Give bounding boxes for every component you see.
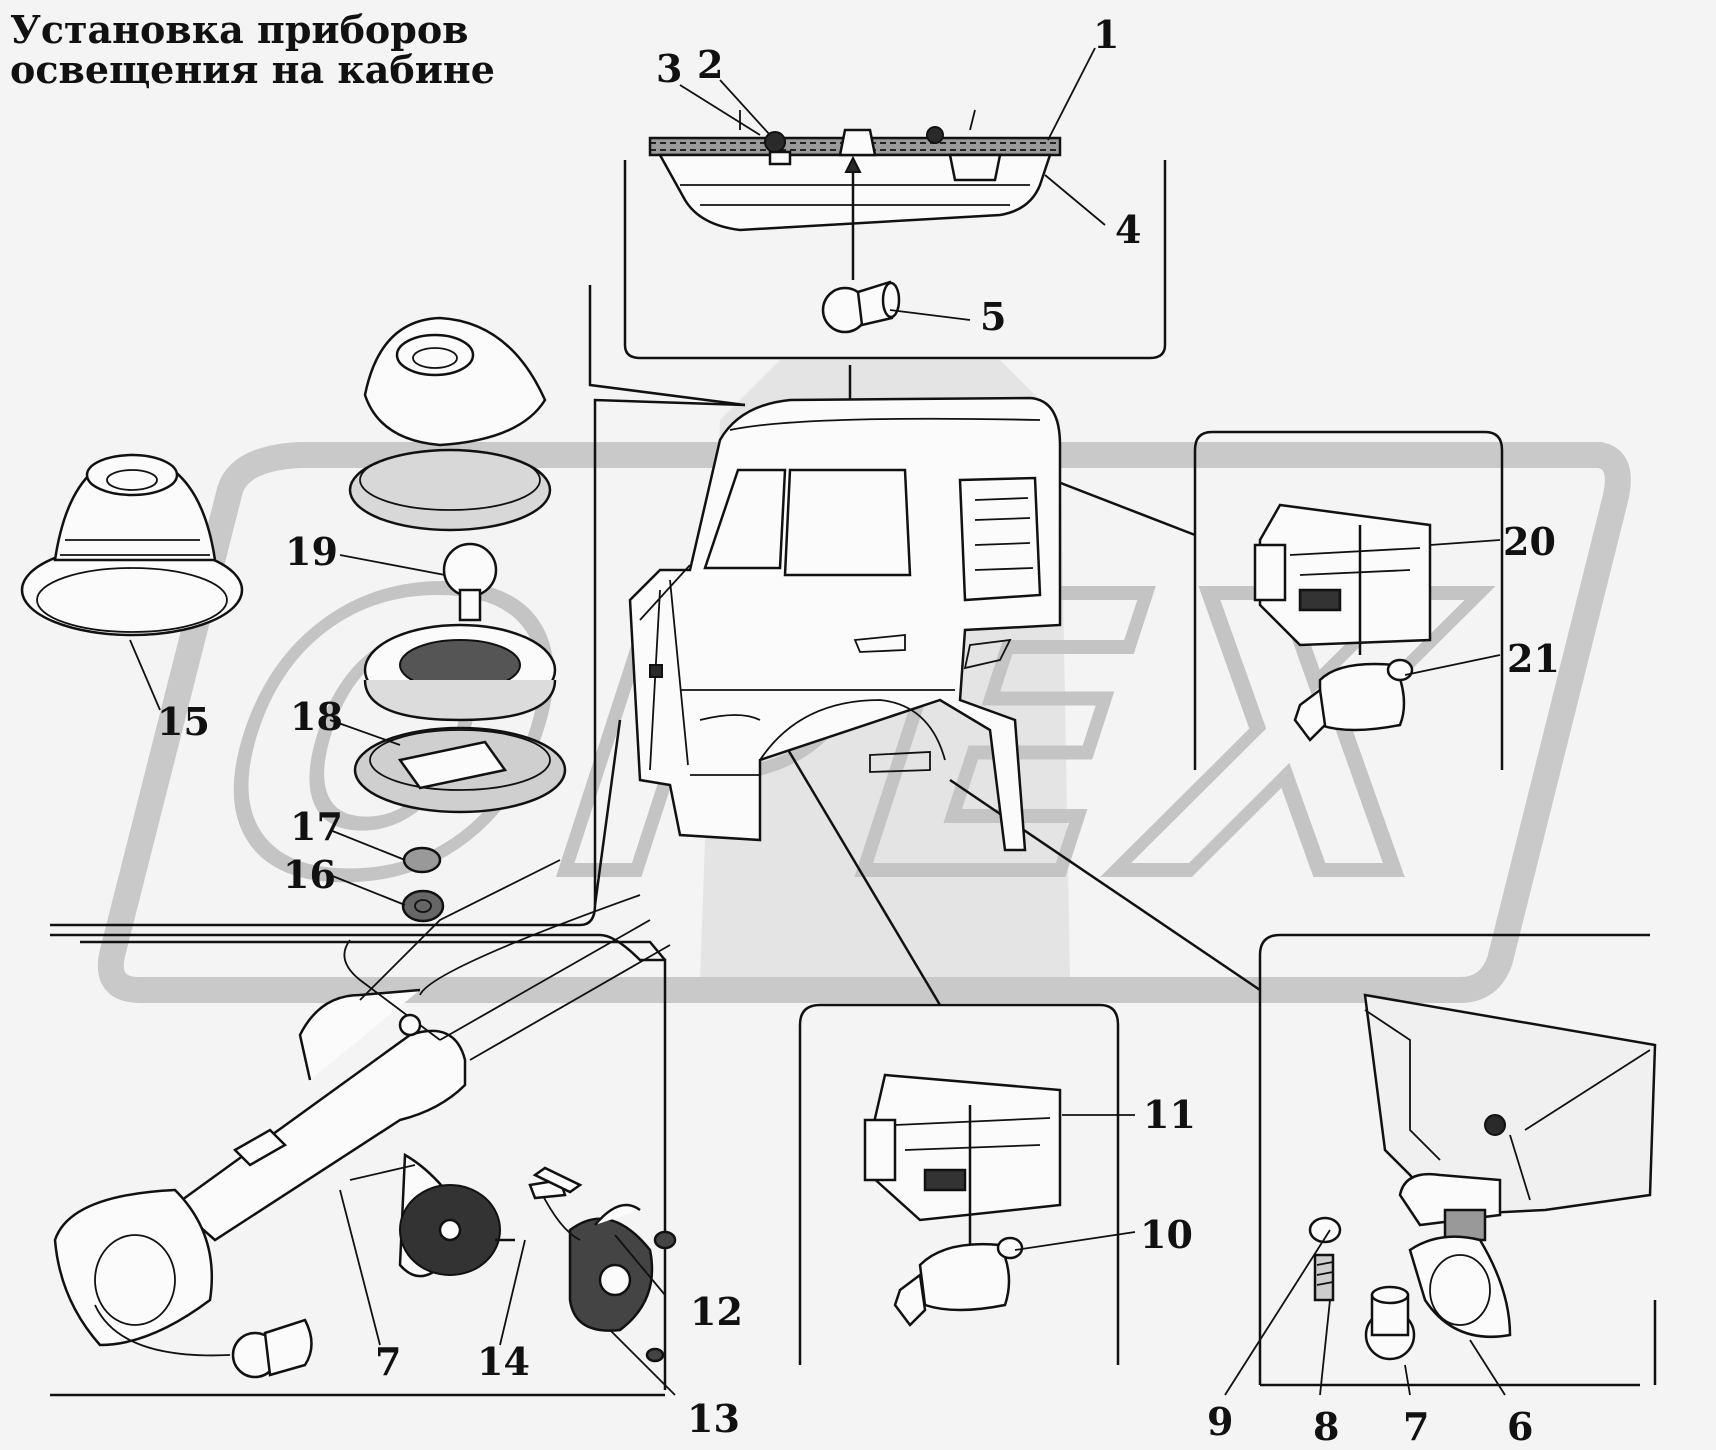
callout-numbers: 1 2 3 4 5 6 7 7 8 9 10 11 12 13 14 15 16… — [157, 12, 1560, 1449]
panel-frames — [50, 160, 1657, 1397]
step-lamp — [1308, 993, 1657, 1361]
switch-10-11 — [863, 1073, 1062, 1327]
inspection-lamp — [53, 859, 677, 1379]
callout-6: 6 — [1507, 1404, 1533, 1449]
callout-2: 2 — [697, 42, 723, 87]
callout-5: 5 — [980, 294, 1006, 339]
callout-12: 12 — [690, 1289, 743, 1334]
callout-9: 9 — [1207, 1399, 1233, 1444]
callout-7b: 7 — [1403, 1404, 1429, 1449]
callout-20: 20 — [1503, 519, 1556, 564]
bulb-7a — [231, 1318, 313, 1379]
callout-1: 1 — [1093, 12, 1119, 57]
callout-21: 21 — [1507, 636, 1560, 681]
callout-8: 8 — [1313, 1404, 1339, 1449]
truck-cab — [628, 396, 1062, 852]
title-line-1: Установка приборов — [10, 7, 469, 52]
callout-13: 13 — [687, 1396, 740, 1441]
callout-11: 11 — [1143, 1092, 1196, 1137]
title-line-2: освещения на кабине — [10, 47, 495, 92]
bulb-7b — [1364, 1285, 1416, 1361]
callout-7a: 7 — [375, 1339, 401, 1384]
callout-15: 15 — [157, 699, 210, 744]
callout-3: 3 — [656, 46, 682, 91]
callout-leaders — [129, 47, 1506, 1396]
callout-14: 14 — [477, 1339, 530, 1384]
callout-16: 16 — [283, 852, 336, 897]
marker-lamp-15 — [20, 453, 244, 637]
ceiling-lamp-assembly — [648, 109, 1062, 334]
page-title: Установка приборов освещения на кабине — [10, 10, 495, 90]
callout-4: 4 — [1115, 207, 1141, 252]
bulb-5 — [821, 280, 901, 334]
bulb-19 — [442, 542, 498, 622]
callout-18: 18 — [290, 694, 343, 739]
callout-10: 10 — [1140, 1212, 1193, 1257]
switch-20-21 — [1253, 503, 1432, 742]
callout-17: 17 — [290, 804, 343, 849]
callout-19: 19 — [285, 529, 338, 574]
marker-lamp-exploded — [348, 316, 567, 923]
